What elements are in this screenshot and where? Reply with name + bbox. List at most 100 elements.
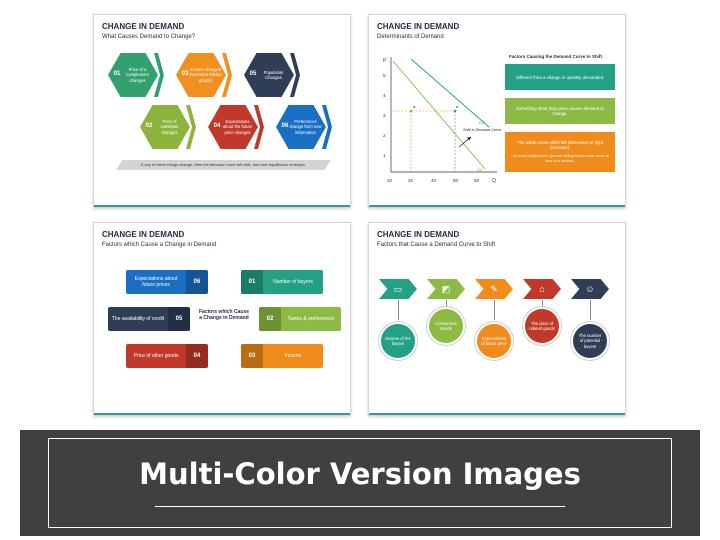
slide-demand-curve-shift-factors[interactable]: CHANGE IN DEMAND Factors that Cause a De… — [368, 222, 626, 416]
connector-line — [590, 300, 591, 320]
slide-what-causes-demand[interactable]: CHANGE IN DEMAND What Causes Demand to C… — [93, 14, 351, 208]
factor-box-1: Different from a change in quantity dema… — [505, 64, 615, 90]
hex-number: 05 — [249, 71, 257, 77]
hex-text: Price of a complement changes — [126, 67, 149, 83]
chevron — [523, 279, 561, 299]
y-tick-label: 5 — [383, 73, 386, 78]
y-tick-label: 1 — [383, 153, 386, 158]
panel-title: Factors Causing the Demand Curve to Shif… — [509, 54, 603, 59]
note-banner: If any of these things change, then the … — [116, 160, 331, 170]
trend-chart-icon: ◩ — [441, 284, 451, 294]
banner-frame: Multi-Color Version Images — [48, 438, 672, 528]
store-icon: ⌂ — [539, 284, 545, 294]
chevron — [379, 279, 417, 299]
pill-text: Number of buyers — [273, 278, 313, 285]
hex-text: Population Changes — [263, 69, 284, 80]
pill-number: 03 — [241, 344, 263, 368]
hex-number: 01 — [113, 71, 121, 77]
x-tick-label: 50 — [474, 178, 480, 183]
y-tick-label: 2 — [383, 133, 386, 138]
factor-hex-05: 05 Population Changes — [244, 53, 294, 97]
factor-hex-04: 04 Expectations about the future price c… — [208, 105, 258, 149]
factor-circle-income: Income of the buyers — [379, 322, 417, 360]
factor-circle-expectations: Expectations of future price — [475, 322, 513, 360]
slide-subtitle: Factors which Cause a Change in Demand — [102, 242, 217, 248]
slide-accent-line — [94, 413, 350, 415]
pill-number: 01 — [241, 270, 263, 294]
slide-title: CHANGE IN DEMAND — [102, 22, 185, 31]
x-tick-label: 40 — [431, 178, 437, 183]
hex-number: 06 — [281, 123, 289, 129]
factor-pill-04: Price of other goods 04 — [126, 344, 208, 368]
pill-text: Income — [284, 352, 302, 359]
hex-number: 02 — [145, 123, 153, 129]
factor-hex-01: 01 Price of a complement changes — [108, 53, 158, 97]
pill-text: Expectations about future prices — [134, 275, 178, 288]
hex-number: 03 — [181, 71, 189, 77]
chevron — [475, 279, 513, 299]
pill-text: The availability of credit — [111, 315, 165, 322]
hex-text: Expectations about the future price chan… — [222, 119, 253, 135]
version-banner: Multi-Color Version Images — [20, 430, 700, 536]
slide-accent-line — [369, 413, 625, 415]
banner-underline — [155, 506, 565, 507]
slide-title: CHANGE IN DEMAND — [377, 22, 460, 31]
point-a-prime — [453, 109, 457, 113]
x-axis-label: Q — [492, 178, 496, 184]
slide-subtitle: Determinants of Demand — [377, 34, 444, 40]
x-tick-label: 60 — [453, 178, 459, 183]
center-label: Factors which Cause a Change in Demand — [198, 309, 249, 322]
box-bullet: • At every single price, you are willing… — [511, 154, 609, 163]
factor-circle-trends: Consumers trends — [427, 307, 465, 345]
demand-curve-d1 — [410, 58, 490, 128]
factor-box-2: Something other than price causes demand… — [505, 98, 615, 124]
shift-label: Shift in Demand Curve — [463, 128, 501, 132]
slide-factors-change-in-demand[interactable]: CHANGE IN DEMAND Factors which Cause a C… — [93, 222, 351, 416]
factor-hex-02: 02 Price of substitute changes — [140, 105, 190, 149]
slide-subtitle: What Causes Demand to Change? — [102, 34, 196, 40]
pill-number: 02 — [259, 307, 281, 331]
factor-pill-01: 01 Number of buyers — [241, 270, 323, 294]
y-tick-label: 4 — [383, 93, 386, 98]
slide-accent-line — [369, 205, 625, 207]
y-tick-label: 3 — [383, 113, 386, 118]
point-a — [409, 109, 413, 113]
factor-circle-buyers: The number of potential buyers — [571, 322, 609, 360]
pill-number: 05 — [168, 307, 190, 331]
box-text: The whole curve shifts left (decrease) o… — [517, 140, 603, 151]
d1-label: D1 — [479, 120, 485, 125]
factor-pill-05: The availability of credit 05 — [108, 307, 190, 331]
pill-number: 06 — [186, 270, 208, 294]
connector-line — [446, 300, 447, 306]
factor-hex-03: 03 Income changes (Normal & inferior goo… — [176, 53, 226, 97]
factor-pill-02: 02 Tastes & preferences — [259, 307, 341, 331]
hex-text: Price of substitute changes — [160, 119, 179, 135]
slide-subtitle: Factors that Cause a Demand Curve to Shi… — [377, 242, 496, 248]
connector-line — [494, 300, 495, 320]
demand-shift-chart: P Q 5 4 3 2 1 10 20 40 60 80 50 a a' D1 … — [383, 57, 501, 184]
slide-title: CHANGE IN DEMAND — [102, 230, 185, 239]
slide-title: CHANGE IN DEMAND — [377, 230, 460, 239]
chevron — [571, 279, 609, 299]
people-icon: ☺ — [585, 284, 595, 294]
price-tag-icon: ✎ — [490, 284, 498, 294]
connector-line — [542, 300, 543, 306]
money-icon: ▭ — [393, 284, 403, 294]
point-a-label: a — [413, 104, 416, 109]
slide-determinants-of-demand[interactable]: CHANGE IN DEMAND Determinants of Demand … — [368, 14, 626, 208]
box-text: Different from a change in quantity dema… — [515, 74, 605, 80]
banner-title: Multi-Color Version Images — [139, 457, 581, 491]
box-text: Something other than price causes demand… — [516, 106, 604, 116]
pill-number: 04 — [186, 344, 208, 368]
hex-text: Income changes (Normal & inferior goods) — [189, 67, 222, 83]
chevron — [427, 279, 465, 299]
factor-box-3: The whole curve shifts left (decrease) o… — [505, 132, 615, 172]
x-tick-label: 20 — [408, 178, 414, 183]
factor-pill-03: 03 Income — [241, 344, 323, 368]
factor-circle-related-goods: The price of related goods — [523, 307, 561, 345]
d0-label: D0 — [477, 167, 483, 172]
factor-pill-06: Expectations about future prices 06 — [126, 270, 208, 294]
factor-hex-06: 06 Preferences change from new informati… — [276, 105, 326, 149]
hex-text: Preferences change from new information — [289, 119, 322, 135]
